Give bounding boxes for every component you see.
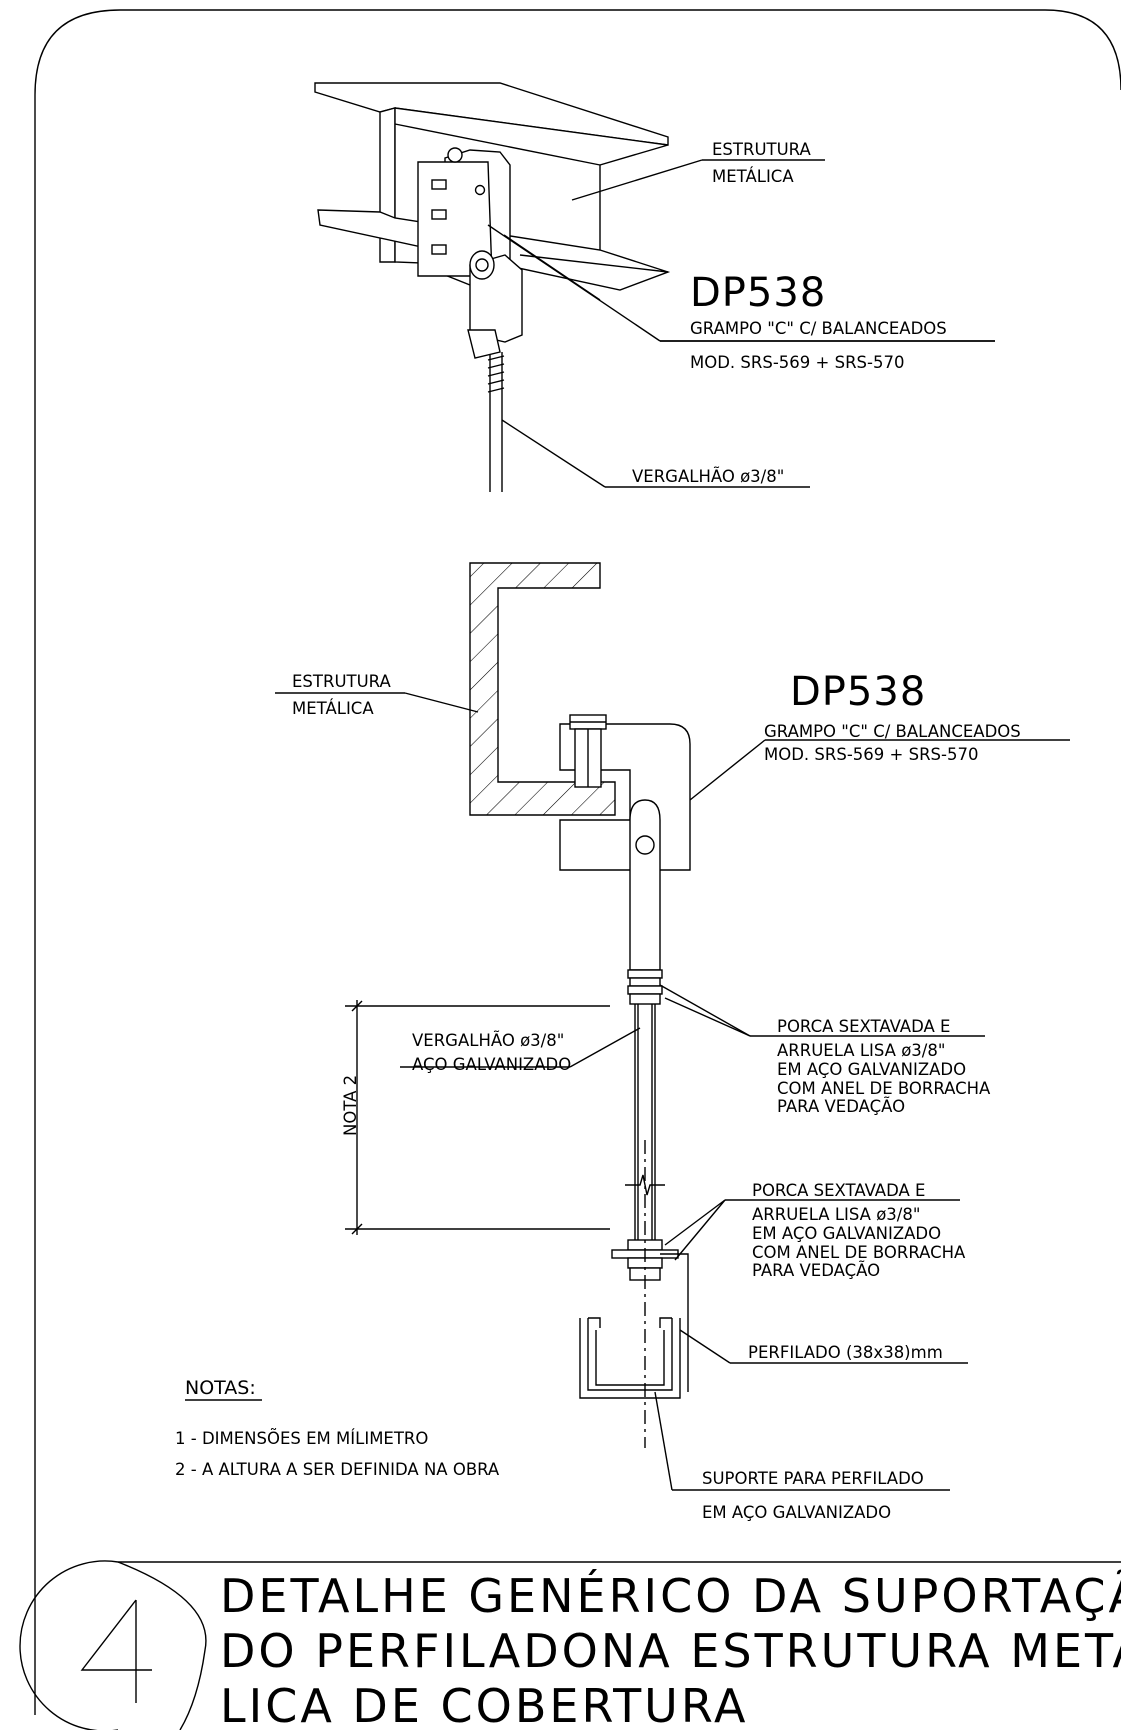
lower-nut-line-4: COM ANEL DE BORRACHA — [752, 1243, 966, 1262]
title-number-glyph — [80, 1599, 152, 1703]
bottom-structure-label-1: ESTRUTURA — [292, 672, 391, 691]
title-line-1: DETALHE GENÉRICO DA SUPORTAÇÃO — [220, 1569, 1121, 1623]
upper-nut-line-2: ARRUELA LISA ø3/8" — [777, 1041, 945, 1060]
lower-nut-line-2: ARRUELA LISA ø3/8" — [752, 1205, 920, 1224]
bottom-part-code: DP538 — [790, 669, 926, 715]
upper-nut-line-4: COM ANEL DE BORRACHA — [777, 1079, 991, 1098]
top-beam-drawing — [314, 82, 671, 492]
dimension-line — [345, 1000, 610, 1235]
notes-heading: NOTAS: — [185, 1377, 256, 1399]
bottom-c-section — [469, 562, 616, 816]
lower-nut-line-5: PARA VEDAÇÃO — [752, 1261, 880, 1280]
top-part-code: DP538 — [690, 270, 826, 316]
top-rod-label: VERGALHÃO ø3/8" — [632, 467, 784, 486]
bottom-model-label: MOD. SRS-569 + SRS-570 — [764, 745, 978, 764]
support-label-1: SUPORTE PARA PERFILADO — [702, 1469, 924, 1488]
title-line-3: LICA DE COBERTURA — [220, 1679, 748, 1730]
upper-nut-line-3: EM AÇO GALVANIZADO — [777, 1060, 966, 1079]
dimension-label: NOTA 2 — [341, 1075, 360, 1136]
title-number: 4 — [100, 1649, 101, 1651]
upper-nut-line-5: PARA VEDAÇÃO — [777, 1097, 905, 1116]
support-label-2: EM AÇO GALVANIZADO — [702, 1503, 891, 1522]
lower-nut-line-1: PORCA SEXTAVADA E — [752, 1181, 925, 1200]
note-item-1: 1 - DIMENSÕES EM MÍLIMETRO — [175, 1429, 428, 1448]
lower-nut-line-3: EM AÇO GALVANIZADO — [752, 1224, 941, 1243]
lower-nut-callout: PORCA SEXTAVADA E ARRUELA LISA ø3/8" EM … — [752, 1181, 966, 1280]
bottom-structure-label-2: METÁLICA — [292, 699, 374, 718]
bottom-leader-lines — [275, 692, 1070, 1491]
upper-nut-callout: PORCA SEXTAVADA E ARRUELA LISA ø3/8" EM … — [777, 1017, 991, 1116]
top-structure-label-1: ESTRUTURA — [712, 140, 811, 159]
bottom-clamp-drawing — [559, 714, 691, 1448]
top-model-label: MOD. SRS-569 + SRS-570 — [690, 353, 904, 372]
note-item-2: 2 - A ALTURA A SER DEFINIDA NA OBRA — [175, 1460, 500, 1479]
upper-nut-line-1: PORCA SEXTAVADA E — [777, 1017, 950, 1036]
bottom-rod-label-2: AÇO GALVANIZADO — [412, 1055, 571, 1074]
profile-label: PERFILADO (38x38)mm — [748, 1343, 943, 1362]
title-block — [19, 1560, 1121, 1730]
bottom-clamp-label: GRAMPO "C" C/ BALANCEADOS — [764, 722, 1021, 741]
bottom-rod-label-1: VERGALHÃO ø3/8" — [412, 1031, 564, 1050]
top-clamp-label: GRAMPO "C" C/ BALANCEADOS — [690, 319, 947, 338]
top-structure-label-2: METÁLICA — [712, 167, 794, 186]
sheet-border — [34, 9, 1121, 1715]
title-line-2: DO PERFILADONA ESTRUTURA METÁ- — [220, 1624, 1121, 1678]
